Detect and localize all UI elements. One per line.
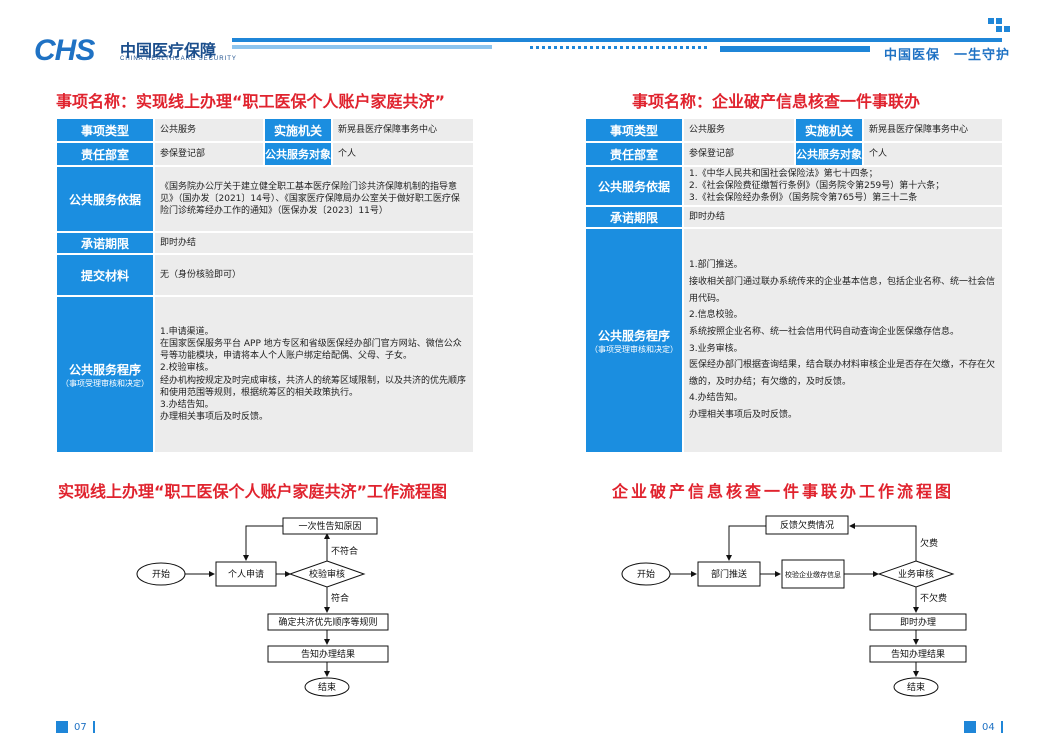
flow-instant-node xyxy=(869,613,967,631)
flow-owed-label: 欠费 xyxy=(920,537,938,549)
page-number-text: 04 xyxy=(982,721,995,733)
header-stripe xyxy=(720,46,870,52)
procedure-label: 公共服务程序 xyxy=(68,362,141,377)
row-label-procedure: 公共服务程序 （事项受理审核和决定） xyxy=(57,297,153,452)
row-value-deadline: 即时办结 xyxy=(684,207,1002,227)
decor-square xyxy=(1004,26,1010,32)
flow-result-label: 告知办理结果 xyxy=(301,648,355,660)
row-label-agency: 实施机关 xyxy=(796,119,862,141)
procedure-label: 公共服务程序 xyxy=(597,328,670,343)
procedure-sub-label: （事项受理审核和决定） xyxy=(590,344,678,354)
procedure-sub-label: （事项受理审核和决定） xyxy=(61,378,149,388)
right-page-number: 04 xyxy=(964,721,1003,733)
header-stripe xyxy=(530,46,710,49)
row-label-type: 事项类型 xyxy=(586,119,682,141)
flow-arrow xyxy=(849,523,917,561)
flow-result-node xyxy=(869,645,967,663)
row-value-type: 公共服务 xyxy=(155,119,263,141)
flow-review-label: 业务审核 xyxy=(898,568,934,580)
row-label-agency: 实施机关 xyxy=(265,119,331,141)
left-page-number: 07 xyxy=(56,721,95,733)
flow-apply-label: 个人申请 xyxy=(228,568,264,580)
flow-push-label: 部门推送 xyxy=(711,568,747,580)
flow-start-label: 开始 xyxy=(637,568,655,580)
flow-result-node xyxy=(267,645,389,663)
header-stripe xyxy=(232,38,1002,42)
flow-feedback-node xyxy=(765,515,849,535)
decor-square xyxy=(988,18,994,24)
row-label-basis: 公共服务依据 xyxy=(57,167,153,231)
logo-english-name: CHINA HEALTHCARE SECURITY xyxy=(120,56,237,62)
flow-order-rule-node xyxy=(267,613,389,631)
row-label-basis: 公共服务依据 xyxy=(586,167,682,205)
row-value-agency: 新晃县医疗保障事务中心 xyxy=(864,119,1002,141)
row-label-deadline: 承诺期限 xyxy=(57,233,153,253)
decor-square xyxy=(996,26,1002,32)
right-flowchart: 开始 部门推送 校验企业缴存信息 业务审核 欠费 反馈欠费情况 不欠费 即时办理… xyxy=(621,515,967,697)
logo-mark: CHS xyxy=(34,34,95,67)
flow-check-label: 校验审核 xyxy=(309,568,345,580)
flow-arrow xyxy=(243,525,283,561)
row-label-dept: 责任部室 xyxy=(586,143,682,165)
flow-fail-label: 不符合 xyxy=(331,545,358,557)
flow-notify-reason-label: 一次性告知原因 xyxy=(298,520,361,532)
row-label-materials: 提交材料 xyxy=(57,255,153,295)
row-value-agency: 新晃县医疗保障事务中心 xyxy=(333,119,473,141)
row-value-target: 个人 xyxy=(864,143,1002,165)
page-marker xyxy=(1000,721,1003,733)
right-section-title: 事项名称：企业破产信息核查一件事联办 xyxy=(632,92,921,111)
row-label-deadline: 承诺期限 xyxy=(586,207,682,227)
row-value-deadline: 即时办结 xyxy=(155,233,473,253)
flow-end-label: 结束 xyxy=(907,681,925,693)
page-marker xyxy=(92,721,95,733)
right-flow-title: 企业破产信息核查一件事联办工作流程图 xyxy=(612,482,955,501)
left-flowchart: 开始 个人申请 校验审核 不符合 一次性告知原因 符合 确定共济优先顺序等规则 … xyxy=(136,517,389,697)
flow-verify-label: 校验企业缴存信息 xyxy=(785,570,841,579)
slogan: 中国医保 一生守护 xyxy=(883,48,1010,63)
row-label-target: 公共服务对象 xyxy=(265,143,331,165)
flow-arrow xyxy=(726,525,766,561)
flow-instant-label: 即时办理 xyxy=(900,616,936,628)
page-marker xyxy=(964,721,976,733)
header-stripe xyxy=(232,45,492,49)
row-value-basis: 《国务院办公厅关于建立健全职工基本医疗保险门诊共济保障机制的指导意见》（国办发〔… xyxy=(155,167,473,231)
page-header: CHS 中国医疗保障 CHINA HEALTHCARE SECURITY 中国医… xyxy=(0,0,1058,72)
decor-square xyxy=(996,18,1002,24)
row-value-materials: 无（身份核验即可） xyxy=(155,255,473,295)
page-number-text: 07 xyxy=(74,721,87,733)
row-value-type: 公共服务 xyxy=(684,119,794,141)
flow-apply-node xyxy=(215,561,277,587)
flow-pass-label: 符合 xyxy=(331,592,349,604)
page-marker xyxy=(56,721,68,733)
row-value-dept: 参保登记部 xyxy=(684,143,794,165)
row-value-basis: 1.《中华人民共和国社会保险法》第七十四条； 2.《社会保险费征缴暂行条例》（国… xyxy=(684,167,1002,205)
flow-result-label: 告知办理结果 xyxy=(891,648,945,660)
flow-end-node xyxy=(304,677,350,697)
flow-end-label: 结束 xyxy=(318,681,336,693)
row-label-dept: 责任部室 xyxy=(57,143,153,165)
logo-chinese-name: 中国医疗保障 xyxy=(120,41,217,60)
row-value-procedure: 1.申请渠道。 在国家医保服务平台 APP 地方专区和省级医保经办部门官方网站、… xyxy=(155,297,473,452)
flow-feedback-label: 反馈欠费情况 xyxy=(780,519,834,531)
row-label-procedure: 公共服务程序 （事项受理审核和决定） xyxy=(586,229,682,452)
flow-start-label: 开始 xyxy=(152,568,170,580)
flow-not-owed-label: 不欠费 xyxy=(920,592,947,604)
left-flow-title: 实现线上办理“职工医保个人账户家庭共济”工作流程图 xyxy=(58,482,448,501)
row-value-target: 个人 xyxy=(333,143,473,165)
flow-order-rule-label: 确定共济优先顺序等规则 xyxy=(278,616,377,628)
row-value-procedure: 1.部门推送。 接收相关部门通过联办系统传来的企业基本信息，包括企业名称、统一社… xyxy=(684,229,1002,452)
row-value-dept: 参保登记部 xyxy=(155,143,263,165)
row-label-type: 事项类型 xyxy=(57,119,153,141)
left-section-title: 事项名称：实现线上办理“职工医保个人账户家庭共济” xyxy=(56,92,446,111)
row-label-target: 公共服务对象 xyxy=(796,143,862,165)
flow-end-node xyxy=(893,677,939,697)
